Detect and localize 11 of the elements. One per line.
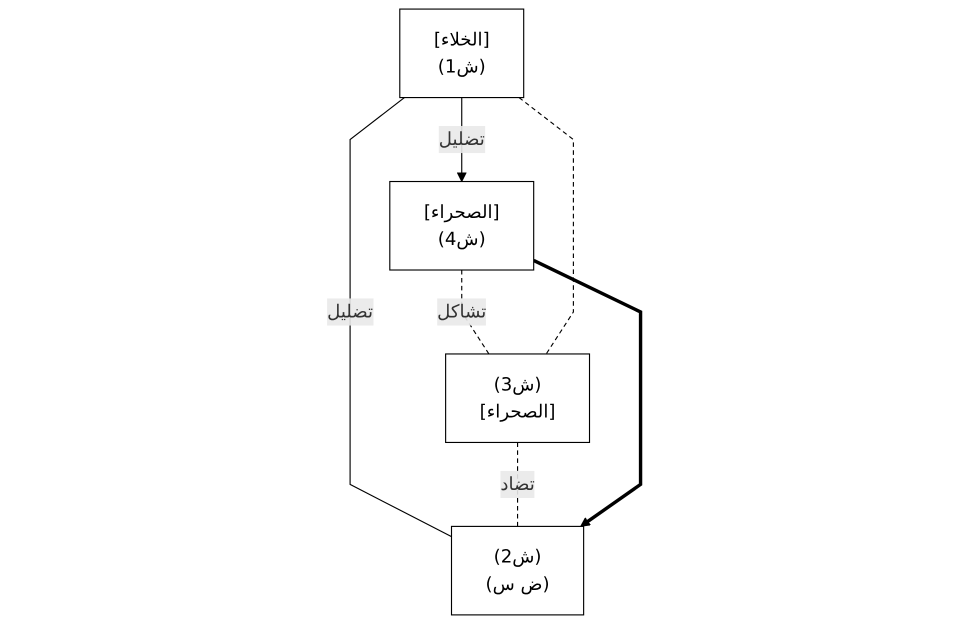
edge-label: تضليل — [438, 128, 484, 150]
arrow — [532, 258, 642, 527]
edge-label: تضليل — [326, 300, 373, 322]
node-box: (ش3) [الصحراء] — [444, 353, 590, 444]
edge-label: تشاكل — [436, 300, 486, 322]
node-box: [الصحراء] (ش4) — [388, 180, 534, 271]
node-box: (ش2) (ض س) — [450, 526, 584, 616]
node-box: [الخلاء] (ش1) — [398, 8, 524, 98]
connector — [518, 97, 574, 354]
edge-label: تضاد — [500, 473, 534, 495]
connector — [349, 97, 452, 538]
